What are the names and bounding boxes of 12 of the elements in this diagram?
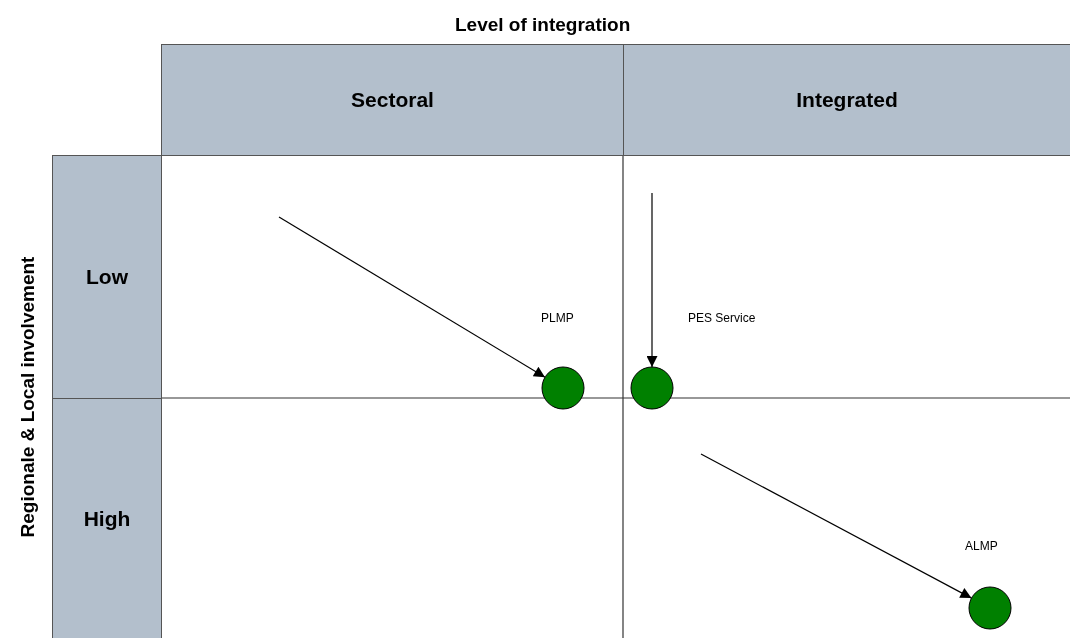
arrow xyxy=(700,453,973,599)
point-label: PLMP xyxy=(541,311,574,325)
axis-title: Regionale & Local involvement xyxy=(17,255,39,540)
header-cell: Sectoral xyxy=(161,44,624,156)
header-cell: Low xyxy=(52,155,162,399)
arrow xyxy=(646,192,658,368)
axis-title: Level of integration xyxy=(455,14,631,36)
header-cell: Integrated xyxy=(623,44,1070,156)
point-label: ALMP xyxy=(965,539,998,553)
header-cell: High xyxy=(52,398,162,638)
arrow xyxy=(278,216,546,378)
point-label: PES Service xyxy=(688,311,756,325)
